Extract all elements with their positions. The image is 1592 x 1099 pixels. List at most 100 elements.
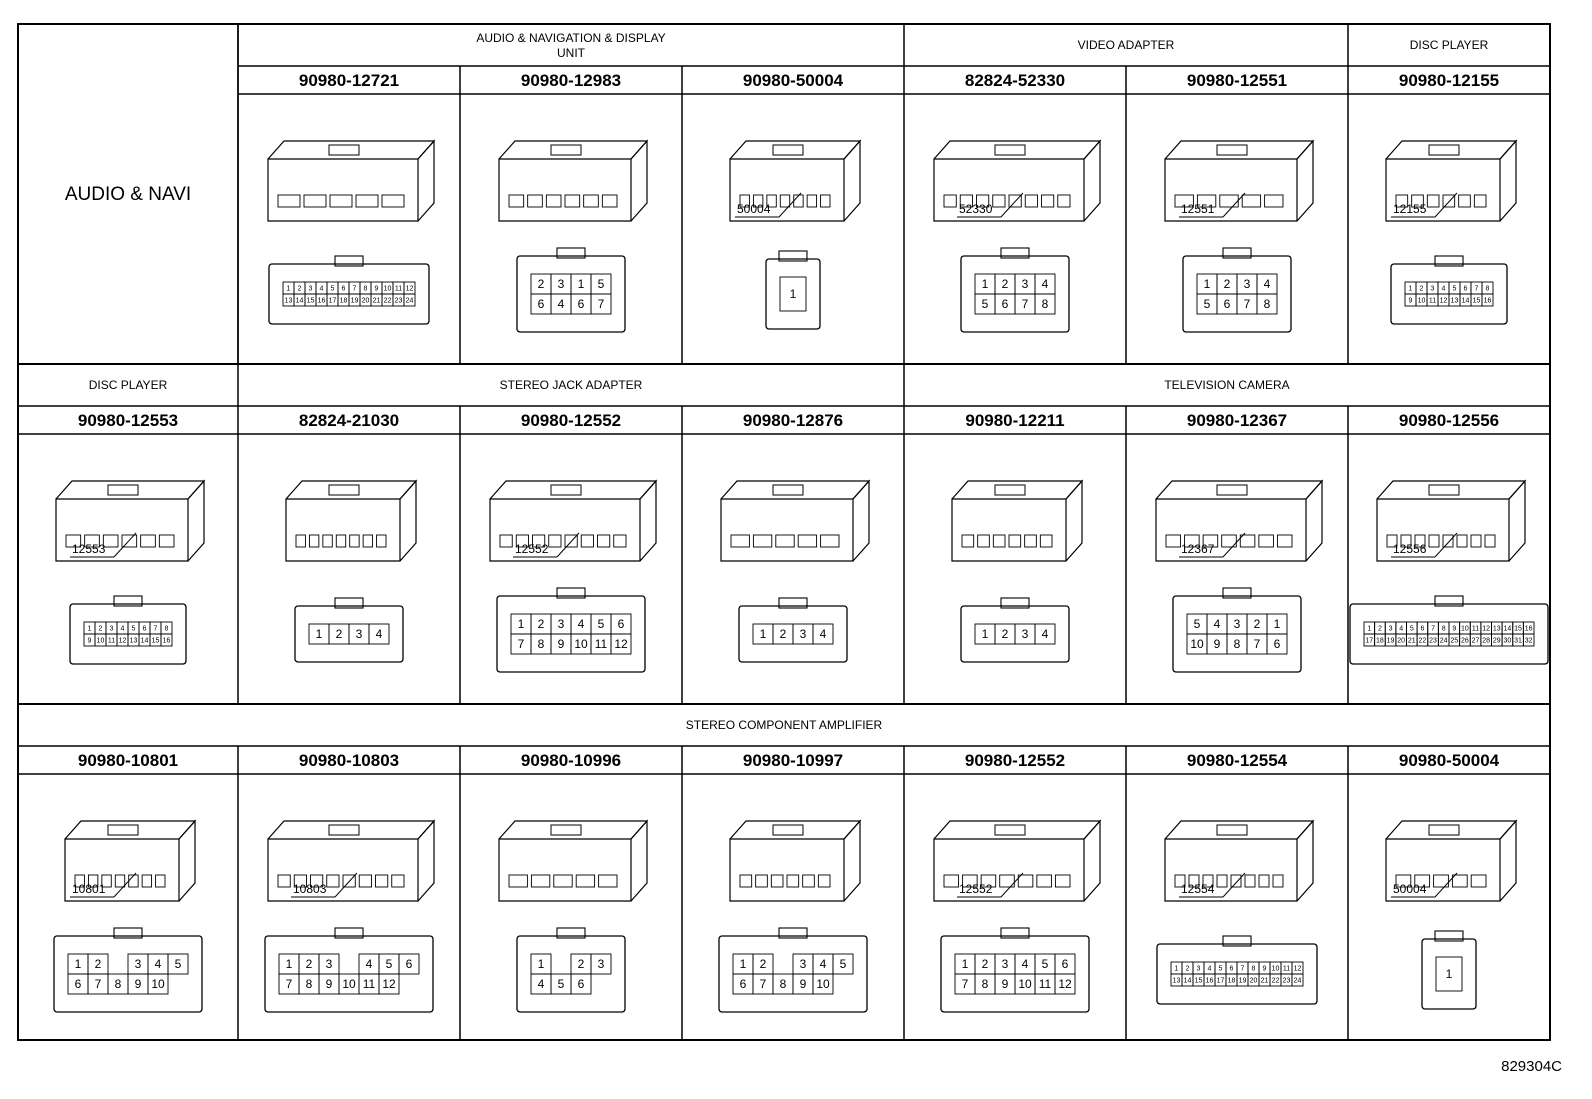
housing-outline [960, 605, 1070, 663]
callout: 12155 [1391, 192, 1458, 218]
pin-number: 11 [1472, 626, 1479, 633]
pin-number: 3 [800, 957, 807, 971]
pin-number: 6 [1420, 626, 1424, 633]
pin-number: 7 [1022, 297, 1029, 311]
part-number: 82824-52330 [965, 71, 1065, 90]
group-title: DISC PLAYER [89, 378, 168, 392]
pin-number: 5 [331, 286, 335, 293]
pin-cell [1435, 956, 1463, 992]
pin-number: 10 [151, 977, 165, 991]
pin-number: 4 [366, 957, 373, 971]
pin-number: 2 [1420, 286, 1424, 293]
housing-outline [738, 605, 848, 663]
pin-number: 9 [88, 638, 92, 645]
pin-number: 7 [1431, 626, 1435, 633]
pin-number: 6 [1464, 286, 1468, 293]
callout-label: 12552 [959, 882, 993, 896]
lock-tab [556, 587, 586, 599]
pin-number: 5 [840, 957, 847, 971]
pin-number: 8 [538, 637, 545, 651]
lock-tab [1434, 930, 1464, 942]
pin-number: 4 [578, 617, 585, 631]
pin-number: 18 [1376, 638, 1384, 645]
pin-number: 6 [578, 977, 585, 991]
pin-number: 3 [326, 957, 333, 971]
pin-number: 12 [406, 286, 414, 293]
pin-number: 3 [110, 626, 114, 633]
pin-number: 5 [1204, 297, 1211, 311]
connector-isometric-view [1164, 819, 1315, 902]
pin-number: 2 [538, 617, 545, 631]
pin-number: 3 [1389, 626, 1393, 633]
pin-number: 24 [406, 298, 414, 305]
pin-number: 24 [1440, 638, 1448, 645]
part-number: 90980-12553 [78, 411, 178, 430]
pin-number: 2 [760, 957, 767, 971]
housing-outline [516, 255, 626, 333]
pin-cell [378, 973, 400, 995]
lock-tab [778, 597, 808, 609]
callout-label: 12556 [1393, 542, 1427, 556]
pin-number: 2 [1378, 626, 1382, 633]
pin-number: 9 [1409, 298, 1413, 305]
part-number: 90980-12552 [965, 751, 1065, 770]
housing-outline [765, 258, 821, 330]
pin-number: 31 [1514, 638, 1522, 645]
pin-number: 13 [130, 638, 138, 645]
callout-label: 12553 [72, 542, 106, 556]
callout: 12552 [513, 532, 580, 558]
pin-number: 1 [982, 627, 989, 641]
pin-number: 6 [342, 286, 346, 293]
pin-number: 8 [1042, 297, 1049, 311]
pin-number: 2 [336, 627, 343, 641]
pin-number: 21 [1261, 978, 1269, 985]
pin-cell [1034, 623, 1056, 645]
pin-number: 3 [1197, 966, 1201, 973]
pin-number: 4 [1442, 286, 1446, 293]
housing-outline [69, 603, 187, 665]
pin-number: 3 [356, 627, 363, 641]
pin-number: 4 [558, 297, 565, 311]
pin-number: 32 [1525, 638, 1533, 645]
housing-outline [264, 935, 434, 1013]
pin-number: 8 [165, 626, 169, 633]
callout-label: 12367 [1181, 542, 1215, 556]
pin-cell [1266, 633, 1288, 655]
pin-number: 13 [1451, 298, 1459, 305]
pin-number: 4 [1214, 617, 1221, 631]
connector-isometric-view [933, 139, 1102, 222]
pin-cell [570, 973, 592, 995]
pin-cell [403, 293, 416, 307]
pin-number: 3 [800, 627, 807, 641]
pin-cell [1256, 293, 1278, 315]
pin-number: 6 [740, 977, 747, 991]
callout: 52330 [957, 192, 1024, 218]
pin-number: 3 [1022, 277, 1029, 291]
pin-number: 1 [1175, 966, 1179, 973]
pin-number: 4 [1022, 957, 1029, 971]
terminal-face: 1 [1421, 930, 1477, 1010]
pin-number: 23 [1283, 978, 1291, 985]
row-label: AUDIO & NAVI [65, 184, 191, 205]
lock-tab [334, 255, 364, 267]
pin-number: 3 [1244, 277, 1251, 291]
pin-number: 7 [1241, 966, 1245, 973]
pin-cell [590, 293, 612, 315]
pin-number: 19 [351, 298, 359, 305]
callout: 12551 [1179, 192, 1246, 218]
pin-number: 6 [1230, 966, 1234, 973]
